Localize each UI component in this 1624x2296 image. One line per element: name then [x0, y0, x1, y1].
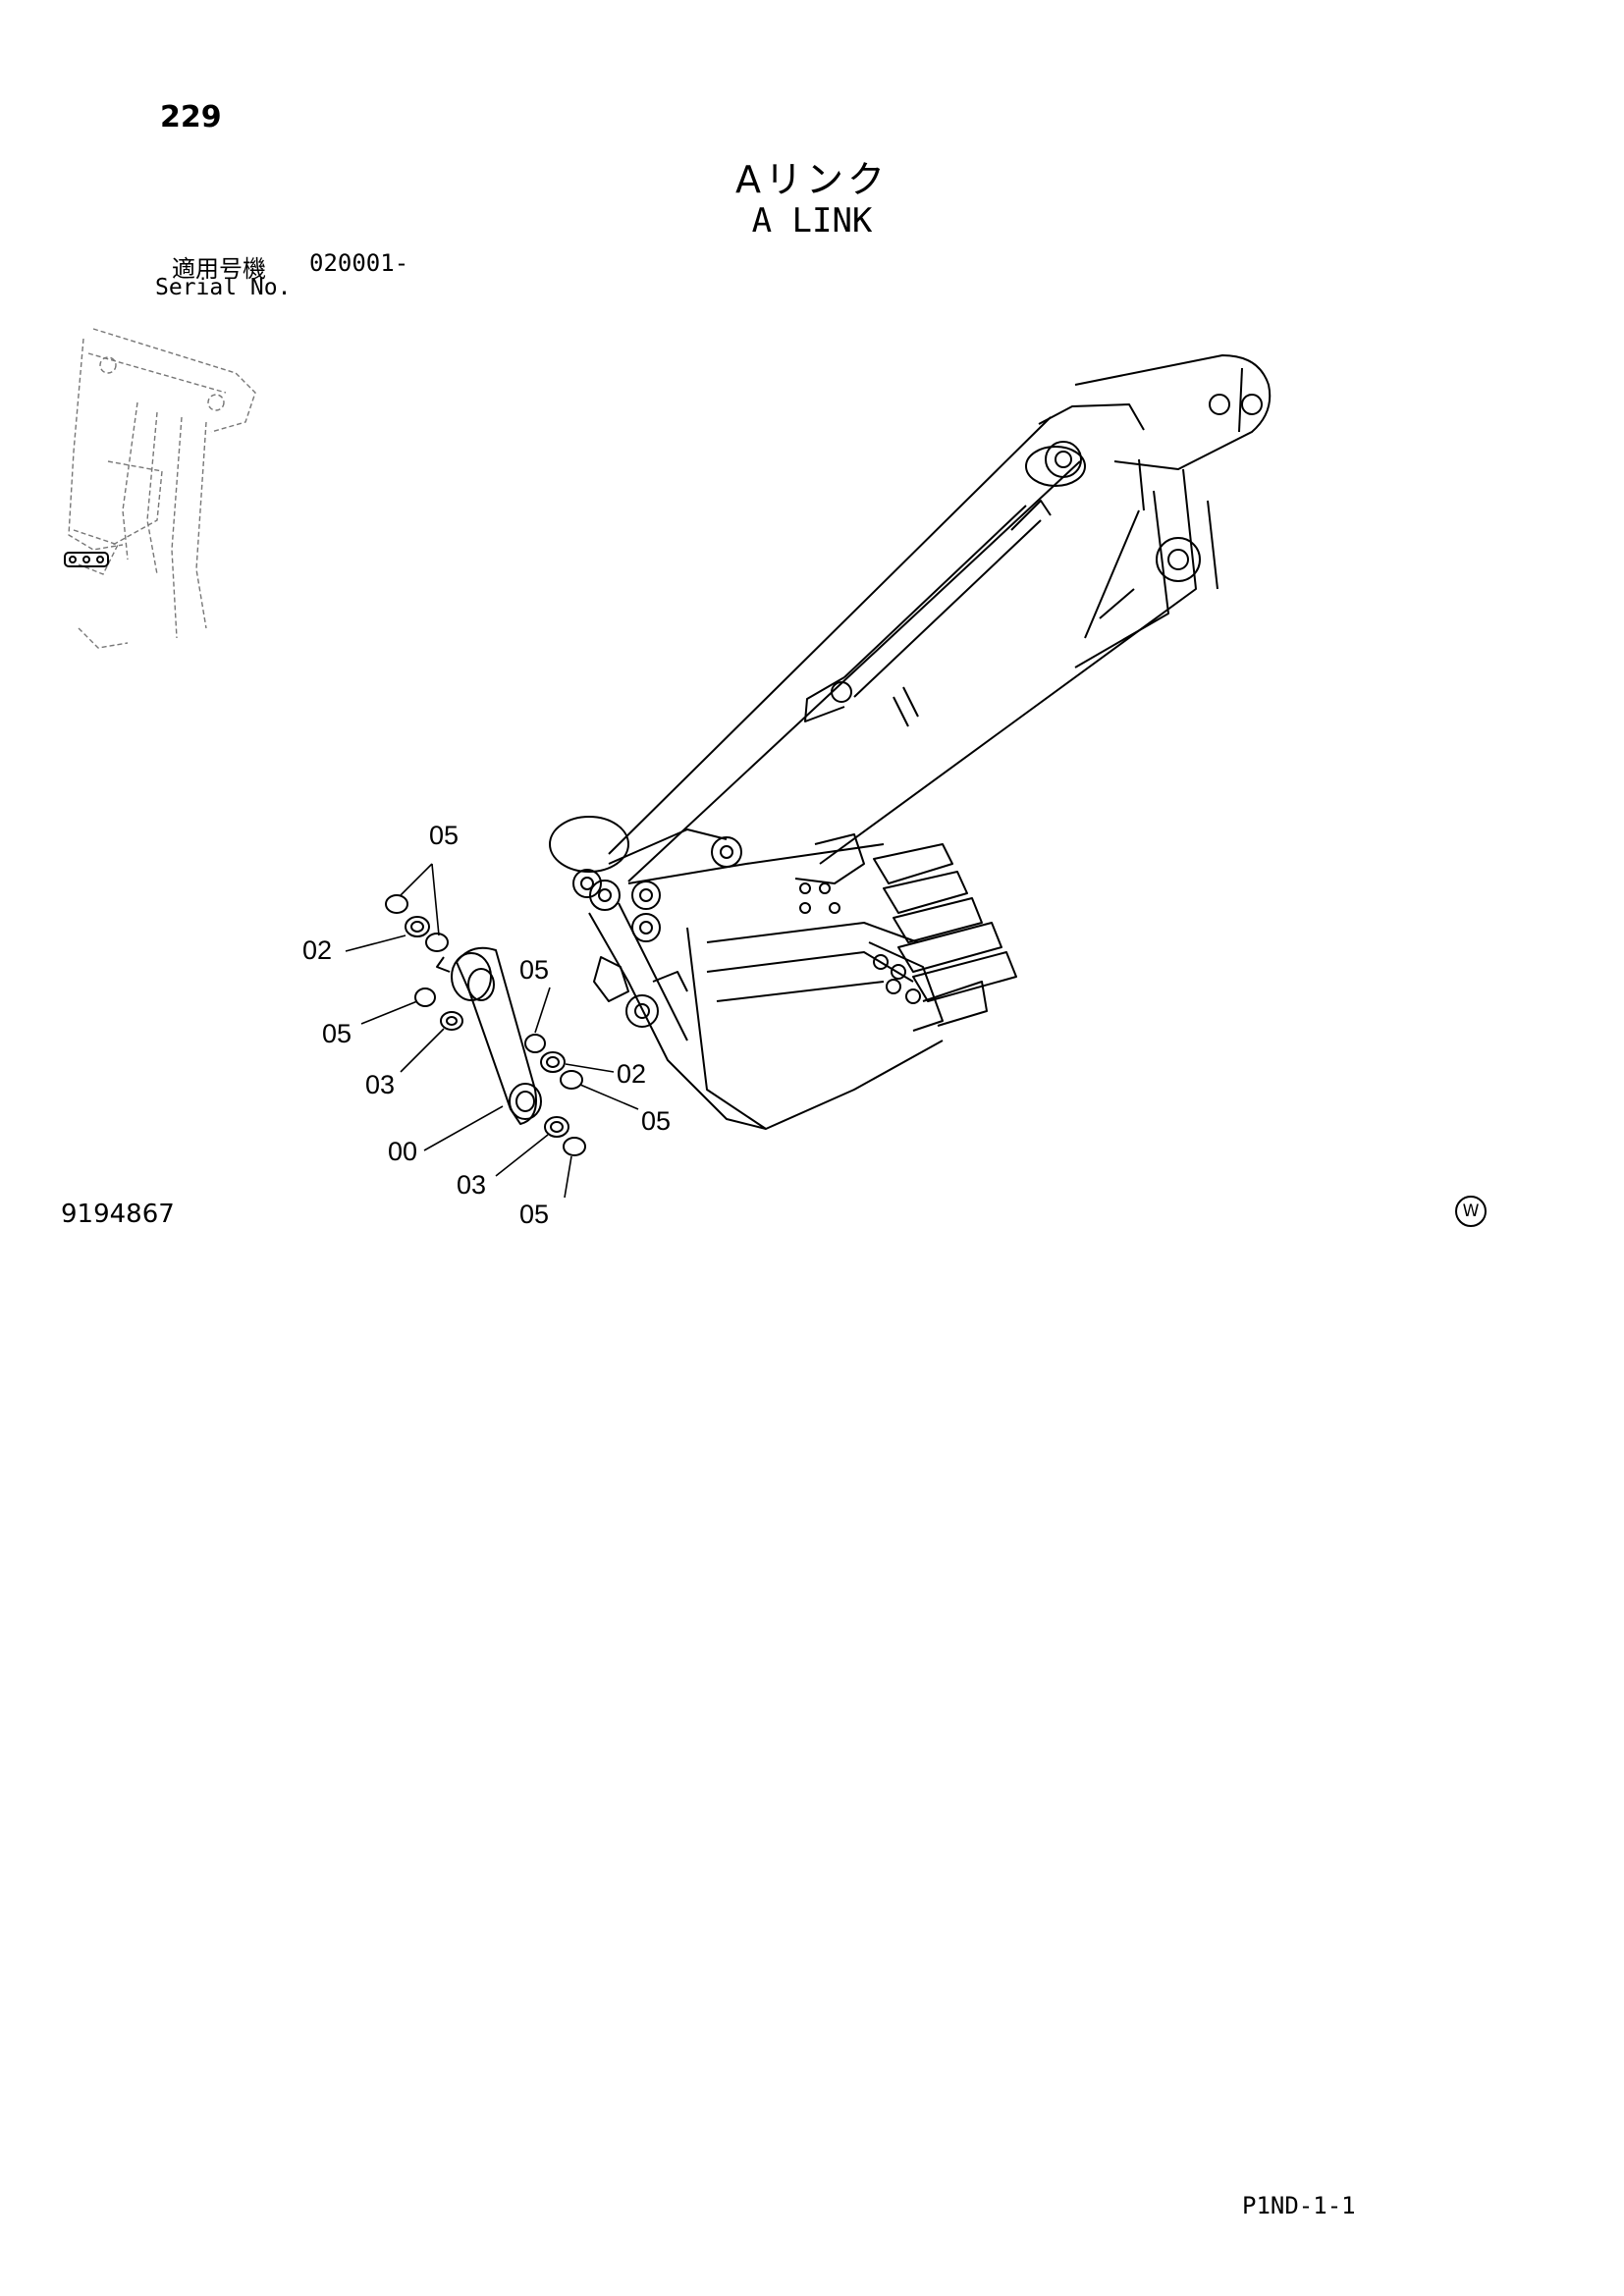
bucket: [588, 833, 944, 1130]
callout-label: 03: [365, 1070, 396, 1099]
w-mark-icon: W: [1455, 1196, 1487, 1227]
leader-lines: [345, 863, 639, 1199]
serial-label-japanese: 適用号機: [172, 255, 266, 283]
serial-value: 020001-: [309, 249, 409, 277]
bucket-cylinder: [804, 500, 1052, 727]
page-number: 229: [160, 100, 222, 134]
callout-label: 02: [617, 1059, 647, 1089]
title-english: A LINK: [751, 201, 873, 240]
callout-label: 02: [302, 935, 333, 965]
callout-label: 05: [322, 1019, 352, 1048]
callout-label: 05: [429, 821, 460, 850]
callout-label: 05: [641, 1106, 672, 1136]
thumbnail-highlight: [64, 552, 109, 567]
callout-label: 00: [388, 1137, 418, 1166]
a-link-parts: [385, 894, 586, 1156]
thumbnail-overview: [68, 328, 256, 649]
arm-tip: [549, 816, 742, 911]
page-code: P1ND-1-1: [1242, 2192, 1356, 2219]
bucket-teeth: [868, 843, 1017, 1032]
callout-label: 05: [519, 1200, 550, 1229]
drawing-number: 9194867: [61, 1200, 175, 1229]
callout-label: 05: [519, 955, 550, 985]
callout-label: 03: [457, 1170, 487, 1200]
arm: [608, 354, 1272, 882]
serial-label-english: Serial No.: [155, 275, 292, 300]
title-japanese: Aリンク: [735, 158, 889, 201]
